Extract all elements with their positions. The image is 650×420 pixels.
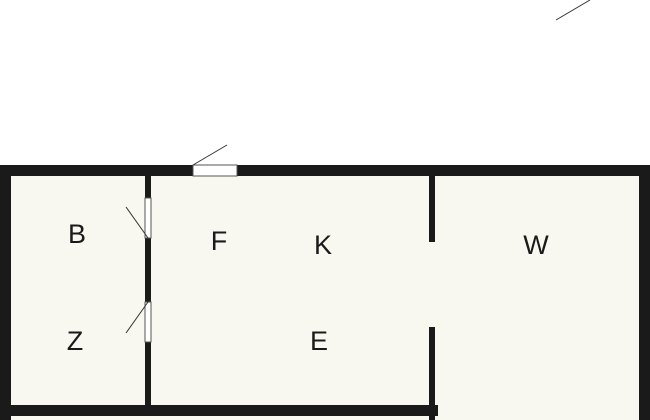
partition-right-bottom xyxy=(429,327,435,420)
door-z-swing xyxy=(125,301,149,334)
wall-right xyxy=(639,165,650,420)
room-label-e: E xyxy=(310,326,328,356)
door-swing-top-right xyxy=(555,0,591,21)
entrance-door-swing xyxy=(192,144,228,166)
room-label-f: F xyxy=(211,226,228,256)
wall-top xyxy=(0,165,650,176)
partition-left-bottom xyxy=(145,342,151,406)
room-label-z: Z xyxy=(67,326,84,356)
door-b-frame xyxy=(144,197,152,239)
room-label-b: B xyxy=(68,219,86,249)
room-label-k: K xyxy=(314,230,332,260)
door-b-swing xyxy=(125,206,149,239)
floor-area xyxy=(4,170,650,420)
partition-left-top xyxy=(145,176,151,198)
door-z-frame xyxy=(144,301,152,343)
room-label-w: W xyxy=(523,230,549,260)
partition-right-top xyxy=(429,176,435,242)
wall-left xyxy=(0,165,11,420)
entrance-door-frame xyxy=(192,164,238,177)
partition-left-middle xyxy=(145,238,151,302)
wall-bottom xyxy=(0,405,438,416)
